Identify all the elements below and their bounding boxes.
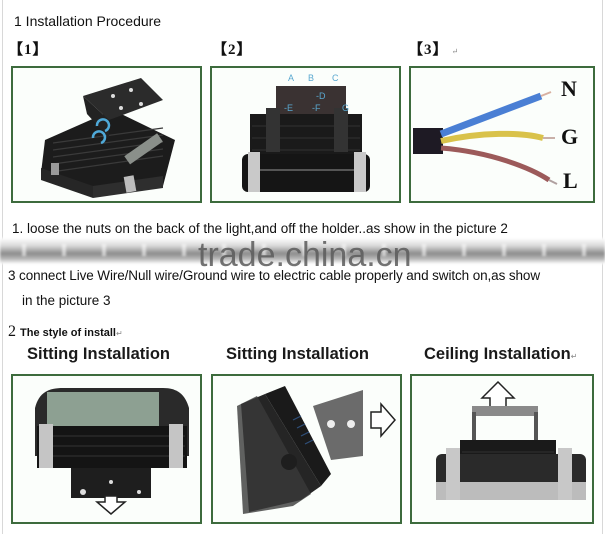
step-3-label-text: 【3】 (408, 42, 449, 58)
three-core-cable-illustration: N G L (413, 76, 578, 193)
caption-sitting-1: Sitting Installation (27, 345, 170, 363)
step-2-label: 【2】 (212, 38, 253, 59)
instruction-step-3-continued: in the picture 3 (22, 293, 111, 308)
caption-sitting-2: Sitting Installation (226, 345, 369, 363)
sitting-installation-2-image (211, 374, 402, 524)
step-3-image: N G L (409, 66, 595, 203)
step-1-image (11, 66, 202, 203)
hole-label-b: B (308, 73, 314, 83)
light-bracket-down-illustration (35, 388, 189, 515)
return-mark-icon: ↵ (115, 329, 123, 338)
blurred-instruction-band (0, 238, 605, 264)
hole-label-g: G (342, 103, 349, 113)
step-1-label: 【1】 (8, 38, 49, 59)
wire-label-g: G (561, 124, 578, 149)
light-bracket-up-illustration (436, 380, 586, 500)
caption-ceiling-text: Ceiling Installation (424, 345, 571, 363)
install-style-heading: 2 The style of install↵ (8, 323, 123, 341)
step-1-label-text: 【1】 (8, 42, 49, 58)
page-border-right (602, 0, 603, 534)
light-back-illustration: A B C -D -E -F G (242, 73, 370, 192)
return-mark-icon: ↵ (570, 352, 578, 361)
watermark-text: trade.china.cn (198, 236, 412, 274)
hole-label-d: -D (316, 91, 326, 101)
step-2-image: A B C -D -E -F G (210, 66, 401, 203)
hole-label-c: C (332, 73, 339, 83)
hole-label-e: -E (284, 103, 293, 113)
page-border-left (2, 0, 3, 534)
hole-label-a: A (288, 73, 294, 83)
caption-ceiling: Ceiling Installation↵ (424, 345, 577, 364)
light-with-holder-illustration (41, 78, 175, 198)
step-3-label: 【3】↵ (408, 38, 459, 59)
arrow-up-icon (480, 380, 516, 411)
install-style-number: 2 (8, 323, 16, 340)
instruction-step-3: 3 connect Live Wire/Null wire/Ground wir… (8, 268, 540, 283)
step-2-label-text: 【2】 (212, 42, 253, 58)
arrow-right-icon (370, 402, 396, 438)
arrow-down-icon (94, 495, 128, 515)
light-side-angled-illustration (237, 386, 396, 514)
ceiling-installation-image (410, 374, 594, 524)
installation-procedure-heading: 1 Installation Procedure (14, 13, 162, 29)
return-mark-icon: ↵ (451, 47, 460, 56)
install-style-text: The style of install (20, 327, 116, 339)
sitting-installation-1-image (11, 374, 202, 524)
hole-label-f: -F (312, 103, 321, 113)
instruction-step-1: 1. loose the nuts on the back of the lig… (12, 221, 508, 236)
wire-label-l: L (563, 168, 578, 193)
wire-label-n: N (561, 76, 577, 101)
